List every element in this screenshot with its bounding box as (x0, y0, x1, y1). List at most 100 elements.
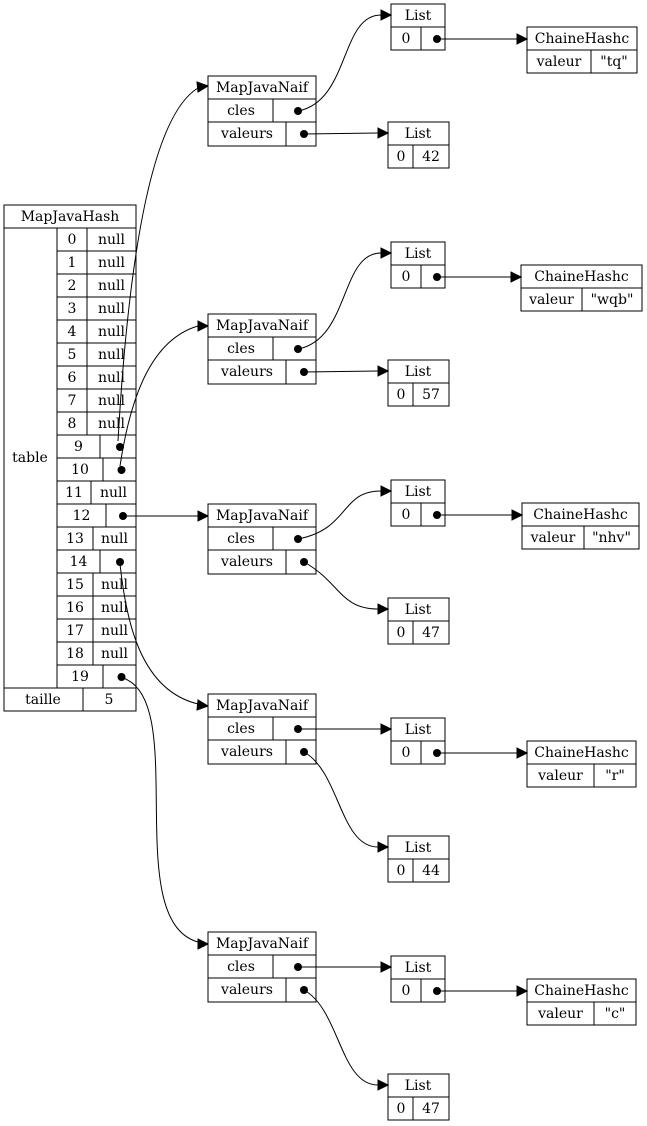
slot-value: null (98, 255, 126, 271)
values-list-node: List 0 42 (387, 121, 450, 169)
slot-index: 17 (66, 623, 84, 639)
slot-value: null (98, 278, 126, 294)
slot-to-map-edges (117, 81, 210, 950)
edge-slot-10-arrowhead (197, 320, 210, 332)
edge-values-to-list (303, 751, 379, 848)
edge-list-to-key-arrowhead (511, 509, 524, 521)
edge-slot-9-arrowhead (196, 81, 210, 93)
list-title: List (405, 364, 432, 380)
edge-values-to-list (303, 132, 379, 135)
hash-slot-1: 1 null (57, 250, 136, 274)
list-index: 0 (397, 863, 406, 879)
values-field-label: valeurs (220, 364, 273, 380)
edge-slot-10 (119, 325, 199, 467)
slot-index: 4 (68, 324, 77, 340)
chaine-hashc-field: valeur (537, 1006, 583, 1022)
chaine-hashc-value: "tq" (600, 54, 627, 70)
hash-slot-10: 10 (57, 457, 136, 481)
keys-field-label: cles (227, 721, 255, 737)
chaine-hashc-field: valeur (530, 530, 576, 546)
slot-value: null (98, 370, 126, 386)
chaine-hashc-value: "nhv" (592, 530, 631, 546)
list-index: 0 (402, 31, 411, 47)
hash-slot-9: 9 (57, 434, 136, 458)
list-title: List (405, 8, 432, 24)
chaine-hashc-title: ChaineHashc (534, 745, 629, 761)
pointer-dot (117, 466, 126, 474)
pointer-dot (116, 443, 124, 451)
list-index: 0 (397, 1101, 406, 1117)
edge-keys-arrowhead (380, 9, 393, 21)
map-java-naif-title: MapJavaNaif (216, 508, 310, 524)
list-index: 0 (402, 745, 411, 761)
map-java-naif-title: MapJavaNaif (216, 318, 310, 334)
list-index: 0 (397, 149, 406, 165)
list-index: 0 (402, 983, 411, 999)
values-field-label: valeurs (220, 744, 273, 760)
slot-index: 15 (66, 577, 84, 593)
chaine-hashc-field: valeur (528, 292, 574, 308)
slot-value: null (101, 577, 129, 593)
list-value: 42 (422, 149, 440, 165)
chaine-hashc-node: ChaineHashc valeur "c" (526, 978, 637, 1026)
edge-slot-19 (122, 677, 199, 943)
table-label: table (12, 450, 48, 466)
list-value: 47 (422, 1101, 440, 1117)
hash-slot-2: 2 null (57, 273, 136, 297)
chaine-hashc-title: ChaineHashc (533, 507, 628, 523)
list-title: List (405, 126, 432, 142)
edge-keys-arrowhead (380, 247, 393, 259)
slot-index: 18 (66, 646, 84, 662)
values-field-label: valeurs (220, 126, 273, 142)
list-title: List (405, 722, 432, 738)
slot-index: 11 (65, 485, 83, 501)
slot-index: 7 (68, 393, 77, 409)
chaine-hashc-title: ChaineHashc (534, 269, 629, 285)
slot-index: 1 (68, 255, 77, 271)
slot-index: 10 (71, 462, 89, 478)
chaine-hashc-value: "c" (605, 1006, 626, 1022)
edge-keys-arrowhead (380, 961, 393, 973)
slot-index: 2 (68, 278, 77, 294)
hash-slot-12: 12 (57, 503, 136, 527)
slot-value: null (98, 324, 126, 340)
values-field-label: valeurs (220, 982, 273, 998)
hash-slot-4: 4 null (57, 319, 136, 343)
size-label: taille (25, 692, 61, 708)
edge-keys-to-list (297, 252, 382, 350)
list-index: 0 (402, 507, 411, 523)
slot-index: 19 (71, 669, 89, 685)
slot-index: 9 (74, 439, 83, 455)
pointer-dot (116, 558, 124, 566)
edge-values-arrowhead (377, 603, 390, 615)
edge-slot-14 (119, 563, 199, 705)
slot-index: 13 (66, 531, 84, 547)
list-title: List (405, 602, 432, 618)
list-value: 57 (422, 387, 440, 403)
chaine-hashc-value: "wqb" (591, 292, 634, 308)
keys-field-label: cles (227, 341, 255, 357)
edge-list-to-key-arrowhead (516, 985, 529, 997)
map-java-naif-title: MapJavaNaif (216, 80, 310, 96)
chaine-hashc-title: ChaineHashc (534, 983, 629, 999)
map-java-hash-title: MapJavaHash (21, 209, 120, 225)
